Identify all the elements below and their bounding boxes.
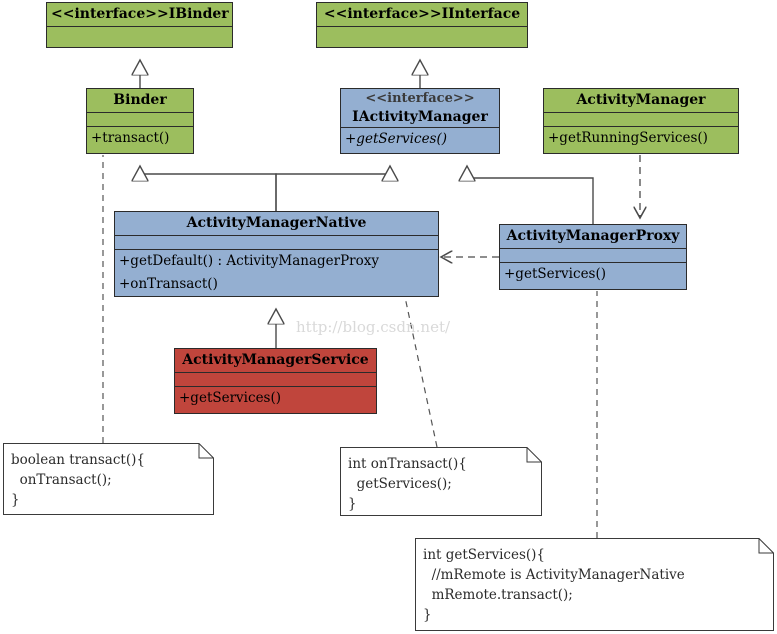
class-attributes-activitymanagernative (115, 236, 438, 250)
class-title-activitymanagerproxy: ActivityManagerProxy (500, 225, 686, 249)
class-title-iactivitymanager: IActivityManager (352, 109, 488, 125)
note-shape-getservices (415, 538, 774, 631)
class-method-amp-getservices: +getServices() (504, 266, 607, 282)
class-box-iinterface[interactable]: <<interface>>IInterface (316, 2, 528, 48)
class-title-iinterface: <<interface>>IInterface (317, 3, 527, 27)
class-box-activitymanager[interactable]: ActivityManager +getRunningServices() (543, 88, 739, 154)
edge-note-ontransact-anchor (401, 282, 438, 448)
note-body-ontransact: int onTransact(){ getServices(); } (348, 456, 467, 512)
class-attributes-activitymanagerproxy (500, 249, 686, 263)
class-box-ibinder[interactable]: <<interface>>IBinder (46, 2, 233, 48)
class-method-binder-transact: +transact() (91, 130, 170, 146)
note-transact[interactable]: boolean transact(){ onTransact(); } (3, 443, 214, 515)
class-box-activitymanagerservice[interactable]: ActivityManagerService +getServices() (174, 348, 377, 414)
edge-amn-extends-binder (140, 166, 277, 211)
class-method-activitymanager-getrunningservices: +getRunningServices() (548, 130, 708, 146)
class-attributes-binder (87, 113, 193, 127)
note-body-getservices: int getServices(){ //mRemote is Activity… (423, 547, 685, 623)
note-shape-ontransact (340, 447, 542, 516)
class-method-iactivitymanager-getservices: +getServices() (345, 131, 448, 147)
class-box-iactivitymanager[interactable]: <<interface>> IActivityManager +getServi… (340, 88, 500, 154)
note-getservices[interactable]: int getServices(){ //mRemote is Activity… (415, 538, 774, 631)
edge-amn-implements-iactivitymanager (275, 166, 390, 211)
class-box-binder[interactable]: Binder +transact() (86, 88, 194, 154)
note-body-transact: boolean transact(){ onTransact(); } (11, 452, 145, 508)
class-attributes-iinterface (317, 27, 527, 41)
class-title-activitymanagernative: ActivityManagerNative (115, 212, 438, 236)
class-attributes-activitymanager (544, 113, 738, 127)
class-title-activitymanager: ActivityManager (544, 89, 738, 113)
class-stereotype-iactivitymanager: <<interface>> (365, 91, 475, 106)
class-header-iactivitymanager: <<interface>> IActivityManager (341, 89, 499, 128)
class-method-amn-getdefault: +getDefault() : ActivityManagerProxy (119, 253, 379, 269)
class-box-activitymanagerproxy[interactable]: ActivityManagerProxy +getServices() (499, 224, 687, 290)
watermark-text: http://blog.csdn.net/ (296, 318, 451, 336)
class-method-ams-getservices: +getServices() (179, 390, 282, 406)
edge-amp-implements-iactivitymanager (467, 166, 594, 224)
class-attributes-activitymanagerservice (175, 373, 376, 387)
note-shape-transact (3, 443, 214, 515)
class-title-binder: Binder (87, 89, 193, 113)
class-title-activitymanagerservice: ActivityManagerService (175, 349, 376, 373)
class-title-ibinder: <<interface>>IBinder (47, 3, 232, 27)
note-ontransact[interactable]: int onTransact(){ getServices(); } (340, 447, 542, 516)
class-method-amn-ontransact: +onTransact() (119, 276, 218, 292)
class-box-activitymanagernative[interactable]: ActivityManagerNative +getDefault() : Ac… (114, 211, 439, 297)
class-attributes-ibinder (47, 27, 232, 41)
